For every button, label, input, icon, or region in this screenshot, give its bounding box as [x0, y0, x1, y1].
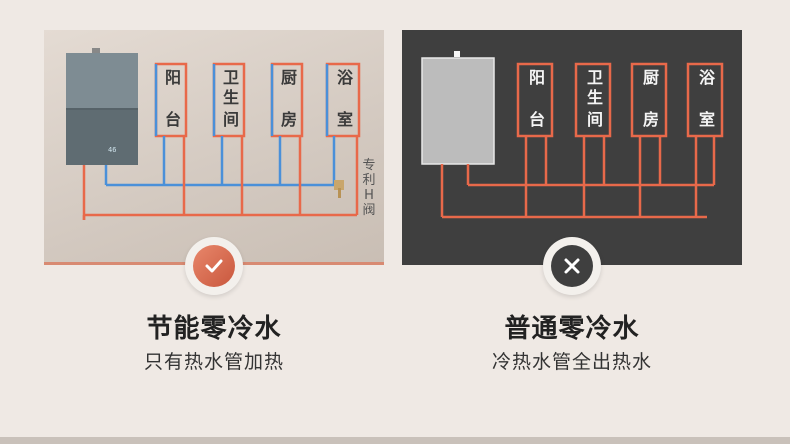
room-label-bathroom-1: 卫 [222, 68, 239, 87]
room-label-shower-2: 室 [698, 110, 715, 129]
room-label-bathroom-3: 间 [586, 110, 603, 129]
room-label-bathroom-2: 生 [586, 88, 603, 107]
room-label-bathroom-1: 卫 [586, 68, 603, 87]
smart-zero-cold-water-panel: 46 [44, 30, 384, 265]
left-pipe-diagram: 46 [44, 48, 384, 265]
h-valve-icon [334, 180, 344, 198]
check-icon [193, 245, 235, 287]
good-badge [185, 237, 243, 295]
bottom-divider [0, 437, 790, 444]
left-subheading: 只有热水管加热 [143, 351, 284, 373]
room-label-balcony-2: 台 [164, 110, 181, 129]
bad-badge [543, 237, 601, 295]
right-subheading: 冷热水管全出热水 [491, 351, 652, 373]
left-heading: 节能零冷水 [146, 314, 282, 344]
room-label-shower-1: 浴 [336, 68, 353, 87]
room-label-shower-1: 浴 [698, 68, 715, 87]
room-label-bathroom-2: 生 [222, 88, 239, 107]
room-label-balcony-2: 台 [528, 110, 545, 129]
room-label-kitchen-1: 厨 [642, 68, 659, 87]
room-label-balcony-1: 阳 [164, 68, 181, 87]
water-heater-icon: 46 [66, 48, 138, 165]
normal-zero-cold-water-panel: 阳 台 卫 生 间 厨 房 浴 室 [402, 30, 742, 265]
room-label-kitchen-2: 房 [280, 110, 297, 129]
right-heading: 普通零冷水 [504, 314, 640, 344]
cross-icon [551, 245, 593, 287]
room-label-bathroom-3: 间 [222, 110, 239, 129]
room-label-kitchen-1: 厨 [280, 68, 297, 87]
room-label-balcony-1: 阳 [528, 68, 545, 87]
right-pipe-diagram [421, 51, 724, 219]
room-label-shower-2: 室 [336, 110, 353, 129]
heater-display: 46 [108, 146, 116, 154]
room-label-kitchen-2: 房 [642, 110, 659, 129]
water-heater-icon [421, 51, 495, 165]
